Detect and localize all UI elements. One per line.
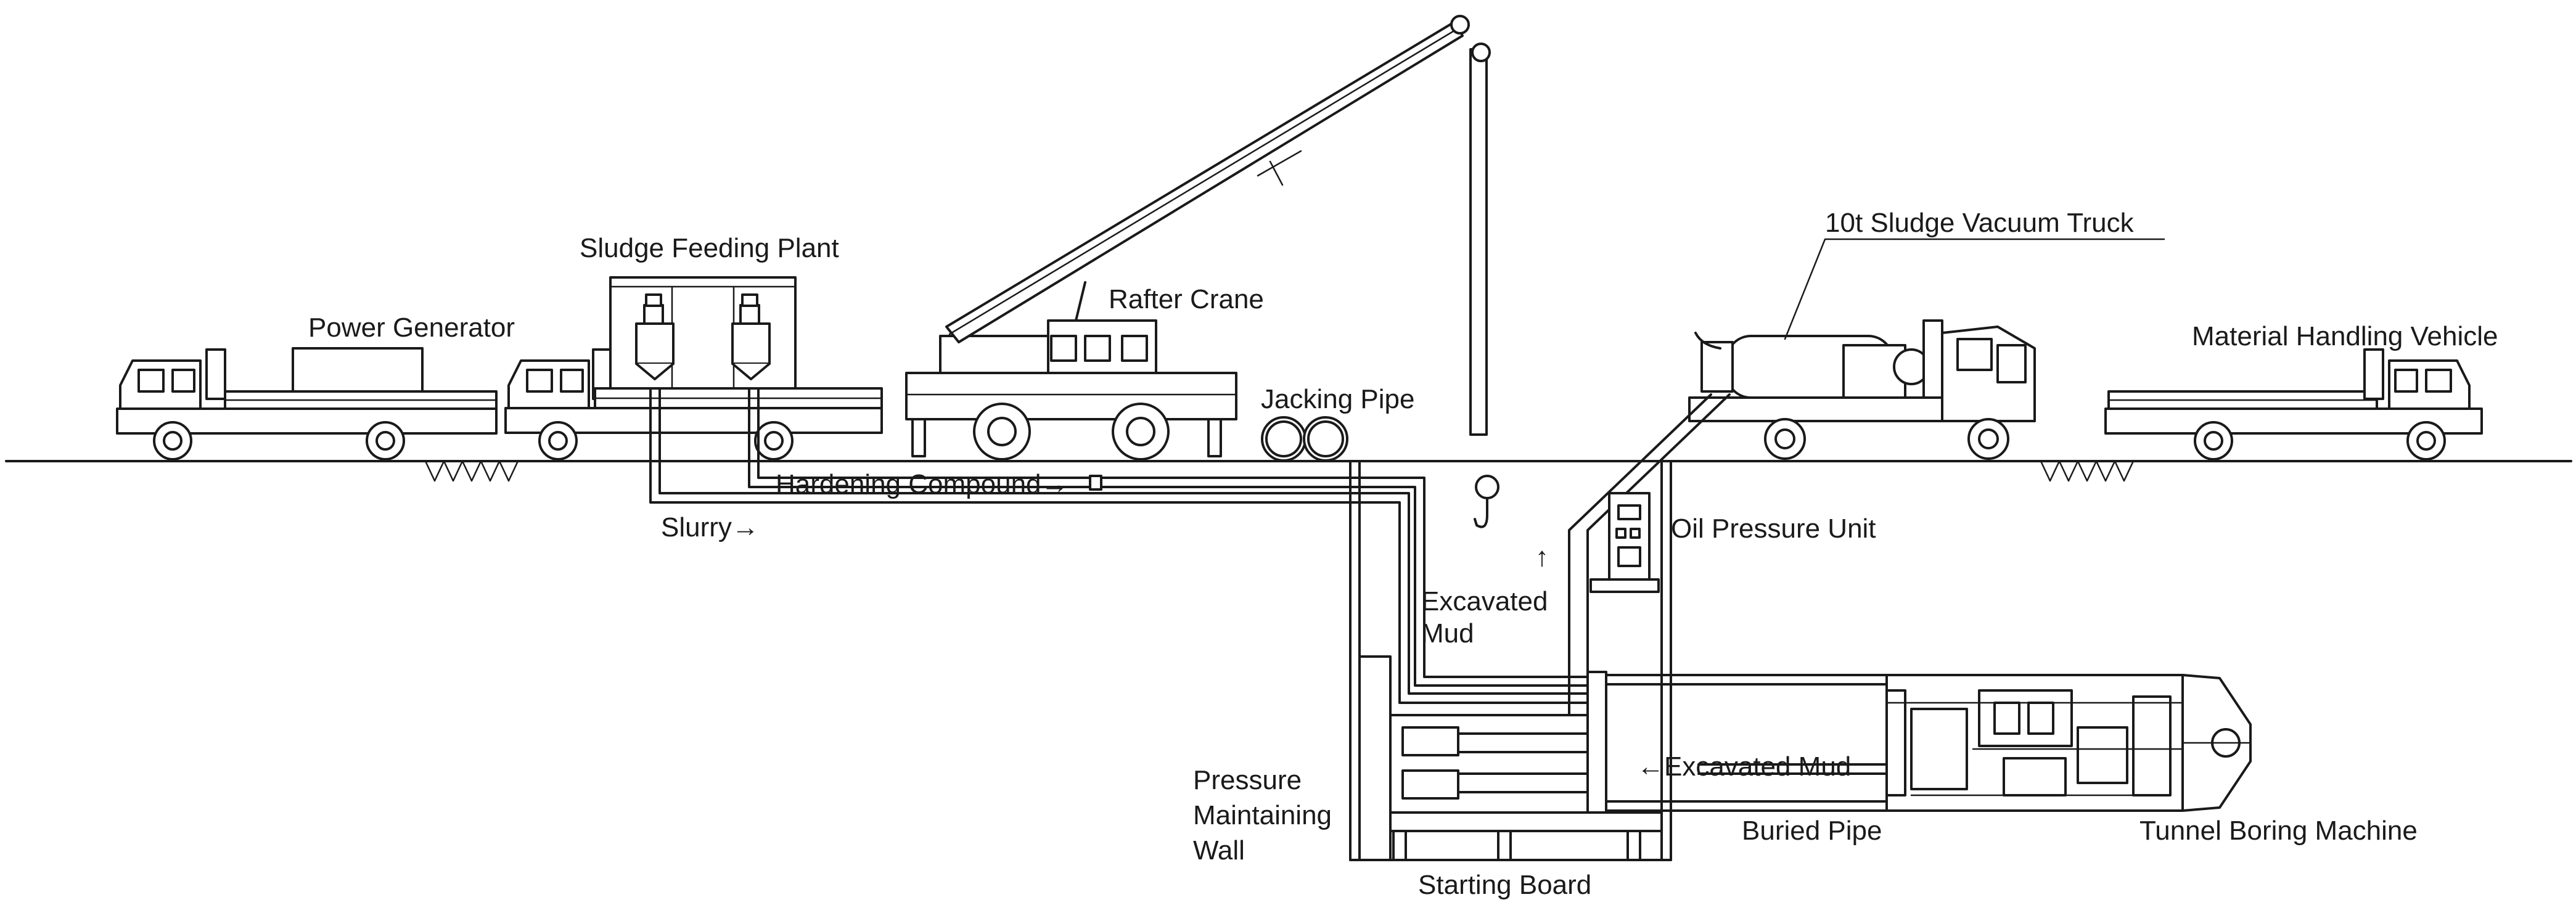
generator-box	[292, 347, 424, 393]
sludge-vacuum-truck	[1568, 319, 2036, 729]
tank-left	[635, 322, 675, 365]
label-tunnel-boring-machine: Tunnel Boring Machine	[2139, 816, 2418, 846]
rafter-crane	[905, 15, 1499, 528]
hardening-compound-pipeline	[748, 387, 1604, 687]
ground-hatch-left	[424, 460, 519, 482]
label-starting-board: Starting Board	[1418, 870, 1591, 900]
label-pressure-wall-line1: Pressure	[1193, 765, 1302, 795]
label-sludge-vacuum-truck: 10t Sludge Vacuum Truck	[1825, 208, 2135, 238]
label-pressure-wall-line3: Wall	[1193, 835, 1245, 866]
label-material-handling-vehicle: Material Handling Vehicle	[2192, 321, 2498, 351]
power-generator-truck	[116, 347, 498, 461]
slurry-pipeline	[649, 387, 1604, 704]
label-excavated-mud-arrow: ↑	[1535, 542, 1549, 572]
valve-icon	[1089, 475, 1102, 491]
jacking-pipes	[1261, 416, 1348, 462]
label-sludge-feeding-plant: Sludge Feeding Plant	[580, 233, 839, 263]
crane-hook-line	[1469, 48, 1488, 436]
sludge-feeding-plant-truck	[504, 276, 883, 461]
tunnel-boring-machine	[1885, 674, 2252, 812]
crane-boom	[945, 20, 1464, 343]
label-excavated-mud-line1: Excavated	[1421, 586, 1548, 616]
diagram-labels: Power Generator Sludge Feeding Plant Raf…	[308, 208, 2498, 900]
label-rafter-crane: Rafter Crane	[1109, 284, 1264, 314]
label-buried-pipe: Buried Pipe	[1742, 816, 1882, 846]
buried-pipe	[1605, 674, 1919, 812]
label-hardening-compound: Hardening Compound→	[776, 469, 1069, 499]
vacuum-hose	[1568, 393, 1712, 729]
vacuum-truck-leader	[1784, 238, 2165, 340]
ground-hatch-right	[2040, 460, 2135, 482]
tank-right	[731, 322, 771, 365]
label-power-generator: Power Generator	[308, 313, 515, 343]
label-pressure-wall-line2: Maintaining	[1193, 800, 1332, 830]
crane-hook	[1474, 497, 1488, 528]
label-excavated-mud-left: ←Excavated Mud	[1637, 751, 1851, 782]
material-handling-truck	[2104, 348, 2483, 461]
launch-shaft	[1349, 460, 1672, 861]
starting-board	[1389, 811, 1663, 832]
label-slurry: Slurry→	[661, 512, 759, 542]
label-excavated-mud-line2: Mud	[1421, 618, 1474, 649]
label-jacking-pipe: Jacking Pipe	[1261, 384, 1414, 414]
label-oil-pressure-unit: Oil Pressure Unit	[1671, 514, 1876, 544]
pressure-wall	[1358, 655, 1392, 861]
